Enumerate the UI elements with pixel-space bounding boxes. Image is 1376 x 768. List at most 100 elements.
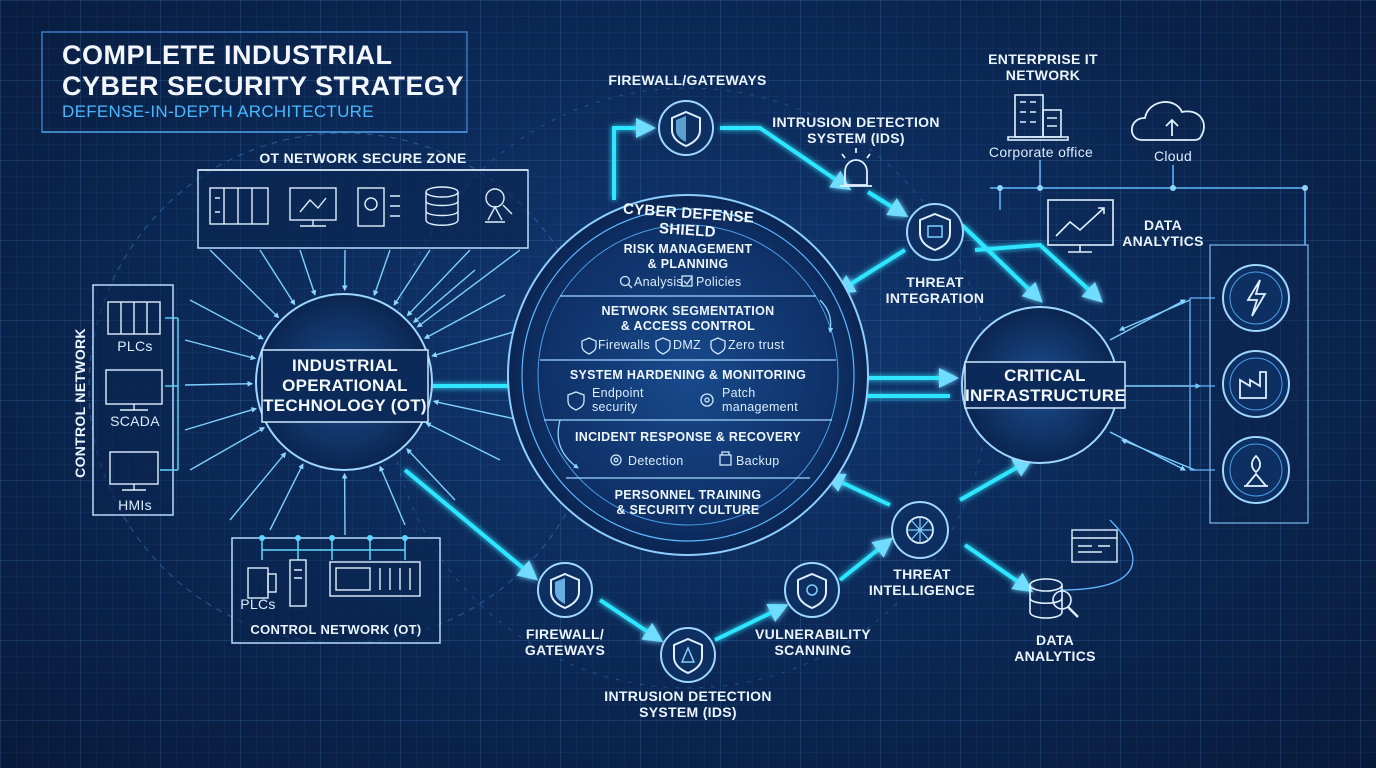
layer-1-heading: RISK MANAGEMENT & PLANNING [578,242,798,272]
layer-2-item-zero-trust: Zero trust [728,338,785,352]
critical-hub-label-box [964,361,1126,409]
shield-inner-arrow-left [557,419,579,469]
control-network-ot-label: CONTROL NETWORK (OT) [250,622,422,637]
enterprise-it-line-1: ENTERPRISE IT [988,51,1098,67]
firewall-bottom-line-1: FIREWALL/ [525,626,605,642]
arrow-ot-to-firewall-bottom [403,468,539,581]
critical-rays [1109,299,1202,471]
database-search-icon [1029,578,1079,619]
threat-intel-label: THREAT INTELLIGENCE [862,566,982,598]
layer-2-heading: NETWORK SEGMENTATION & ACCESS CONTROL [568,304,808,334]
arrow-ids-to-threat [866,190,909,218]
ot-ray [393,249,431,306]
ot-hub-line-3: TECHNOLOGY (OT) [263,396,427,415]
data-analytics-top-label: DATA ANALYTICS [1118,217,1208,249]
scada-monitor-icon [105,369,163,411]
ot-ray [184,381,254,387]
checkbox-icon [681,275,693,287]
firewall-top-label: FIREWALL/GATEWAYS [608,72,767,88]
ot-ray [425,422,501,461]
factory-node [1222,350,1290,418]
threat-integration-label: THREAT INTEGRATION [880,274,990,306]
layer-4-item-backup: Backup [736,454,780,468]
ot-hub-line-2: OPERATIONAL [282,376,408,395]
ot-ray [299,249,317,296]
layer-1-item-policies: Policies [696,275,742,289]
gear-icon [700,393,714,407]
power-node [1222,264,1290,332]
cyber-defense-shield-circle [507,194,869,556]
ot-ray [423,294,506,339]
ot-ray [184,339,257,361]
control-panel-icon [329,561,421,597]
ot-hub-label-box [261,349,429,423]
layer-1-heading-line-1: RISK MANAGEMENT [623,242,753,256]
firewall-bottom-node [537,562,593,618]
ids-bottom-node [660,627,716,683]
enterprise-it-line-2: NETWORK [1005,67,1081,83]
layer-4-item-detection: Detection [628,454,684,468]
layer-3-item-patch-line-2: management [722,400,798,414]
backup-icon [719,451,732,466]
energy-rig-node [1222,436,1290,504]
ot-hub-label: INDUSTRIAL OPERATIONAL TECHNOLOGY (OT) [262,356,428,416]
workstation-icon [289,187,337,227]
threat-intel-node [891,501,949,559]
ot-hub-line-1: INDUSTRIAL [292,356,398,375]
arrow-threat-intel-to-analytics [963,543,1034,593]
layer-item-icons [567,275,732,466]
side-device-label-plcs: PLCs [117,338,153,354]
layer-5-heading-line-1: PERSONNEL TRAINING [614,488,762,502]
side-device-label-scada: SCADA [110,413,160,429]
arrow-vuln-to-threat-intel [838,537,894,582]
arrow-threat-to-critical [960,223,1043,303]
alarm-light-icon [840,148,872,187]
ot-ray [229,452,287,521]
server-tower-icon [289,559,307,607]
firewall-top-node [658,100,714,156]
layer-3-item-patch: Patch management [722,386,798,414]
threat-intel-line-2: INTELLIGENCE [868,582,976,598]
arrow-shield-to-firewall [612,118,656,200]
ot-ray [406,448,456,501]
layer-3-item-endpoint-line-1: Endpoint [592,386,644,400]
ot-ray [379,465,406,526]
ot-hub-rays [184,249,521,536]
data-analytics-bottom-line-1: DATA [1035,632,1074,648]
arrow-threat-intel-to-critical [959,458,1034,502]
layer-5-heading-line-2: & SECURITY CULTURE [616,503,760,517]
data-analytics-top-line-2: ANALYTICS [1122,233,1204,249]
critical-hub-label: CRITICAL INFRASTRUCTURE [965,366,1126,406]
shield-inner-arrow-right [819,299,834,334]
ot-ray [189,299,264,340]
side-bus [160,317,179,471]
building-icon [1007,94,1069,141]
layer-5-heading: PERSONNEL TRAINING & SECURITY CULTURE [588,488,788,518]
firewall-bottom-line-2: GATEWAYS [524,642,606,658]
layer-3-item-endpoint: Endpoint security [592,386,644,414]
arrow-threat-to-shield [834,248,907,295]
side-device-label-hmis: HMIs [118,497,152,513]
page-subtitle: DEFENSE-IN-DEPTH ARCHITECTURE [62,102,374,121]
layer-3-item-patch-line-1: Patch [722,386,756,400]
ot-ray [413,269,476,323]
cloud-icon [1130,101,1205,141]
bottom-device-icons [247,559,421,607]
shield-check-icon [567,391,585,411]
ot-ray [184,407,257,431]
arrow-firewall-to-ids [720,126,852,191]
ot-ray [431,329,521,358]
arrow-firewall-to-ids-bottom [598,598,664,643]
layer-2-item-dmz: DMZ [673,338,701,352]
database-icon [425,186,459,226]
threat-intel-line-1: THREAT [893,566,951,582]
layer-3-item-endpoint-line-2: security [592,400,638,414]
data-analytics-bottom-label: DATA ANALYTICS [1010,632,1100,664]
enterprise-it-label: ENTERPRISE IT NETWORK [978,51,1108,83]
ot-ray [209,249,280,319]
shield-check-icon [655,337,671,355]
side-device-icons [105,301,163,491]
arrow-ids-to-vuln [714,603,789,642]
